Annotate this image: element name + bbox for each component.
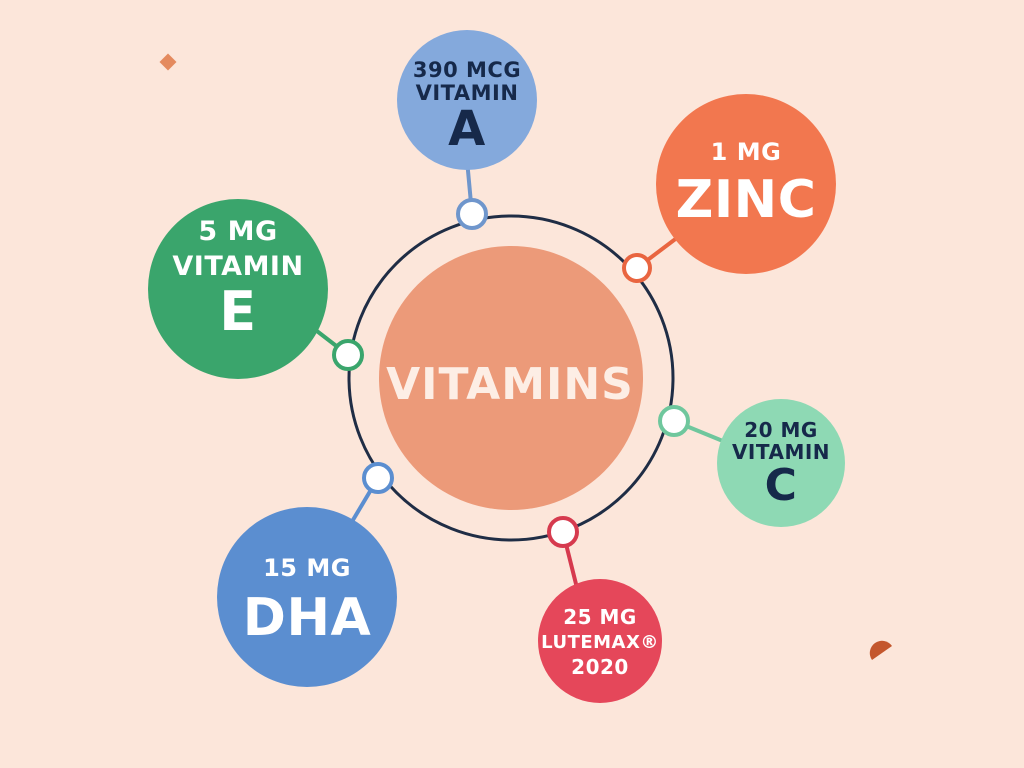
letter-vitamin-e: E bbox=[219, 280, 257, 344]
decorative-half-circle-icon bbox=[869, 640, 892, 660]
letter-vitamin-a: A bbox=[448, 100, 486, 157]
amount-vitamin-e: 5 MG bbox=[198, 215, 278, 247]
dot-dha bbox=[362, 462, 394, 494]
dot-vitamin-a bbox=[456, 198, 488, 230]
name-lutemax: LUTEMAX® bbox=[541, 632, 659, 654]
word-dha: DHA bbox=[242, 587, 372, 648]
amount-zinc: 1 MG bbox=[710, 138, 782, 167]
amount-vitamin-c: 20 MG bbox=[744, 418, 818, 443]
dot-zinc bbox=[622, 253, 652, 283]
amount-vitamin-a: 390 MCG bbox=[412, 58, 522, 83]
label-lutemax: 25 MG LUTEMAX® 2020 bbox=[538, 596, 662, 688]
hub-label: VITAMINS bbox=[386, 358, 634, 410]
node-vitamin-c bbox=[717, 399, 845, 527]
node-vitamin-e bbox=[148, 199, 328, 379]
year-lutemax: 2020 bbox=[571, 654, 629, 679]
dot-lutemax bbox=[547, 516, 579, 548]
label-vitamin-a: 390 MCG VITAMIN A bbox=[397, 50, 537, 162]
label-vitamin-c: 20 MG VITAMIN C bbox=[717, 412, 845, 516]
name-vitamin-e: VITAMIN bbox=[172, 251, 304, 282]
node-vitamin-a bbox=[397, 30, 537, 170]
decorative-diamond-icon bbox=[159, 53, 177, 71]
node-dha bbox=[217, 507, 397, 687]
hub-ring bbox=[347, 214, 675, 542]
name-vitamin-c: VITAMIN bbox=[731, 440, 831, 464]
node-zinc bbox=[656, 94, 836, 274]
name-vitamin-a: VITAMIN bbox=[415, 81, 519, 105]
word-zinc: ZINC bbox=[675, 169, 817, 230]
amount-lutemax: 25 MG bbox=[563, 605, 637, 630]
label-vitamin-e: 5 MG VITAMIN E bbox=[148, 200, 328, 356]
node-lutemax bbox=[538, 579, 662, 703]
dot-vitamin-c bbox=[658, 405, 690, 437]
amount-dha: 15 MG bbox=[263, 554, 351, 583]
dot-vitamin-e bbox=[332, 339, 364, 371]
hub-circle bbox=[379, 246, 643, 510]
letter-vitamin-c: C bbox=[764, 459, 798, 511]
label-dha: 15 MG DHA bbox=[217, 545, 397, 655]
label-zinc: 1 MG ZINC bbox=[656, 128, 836, 238]
